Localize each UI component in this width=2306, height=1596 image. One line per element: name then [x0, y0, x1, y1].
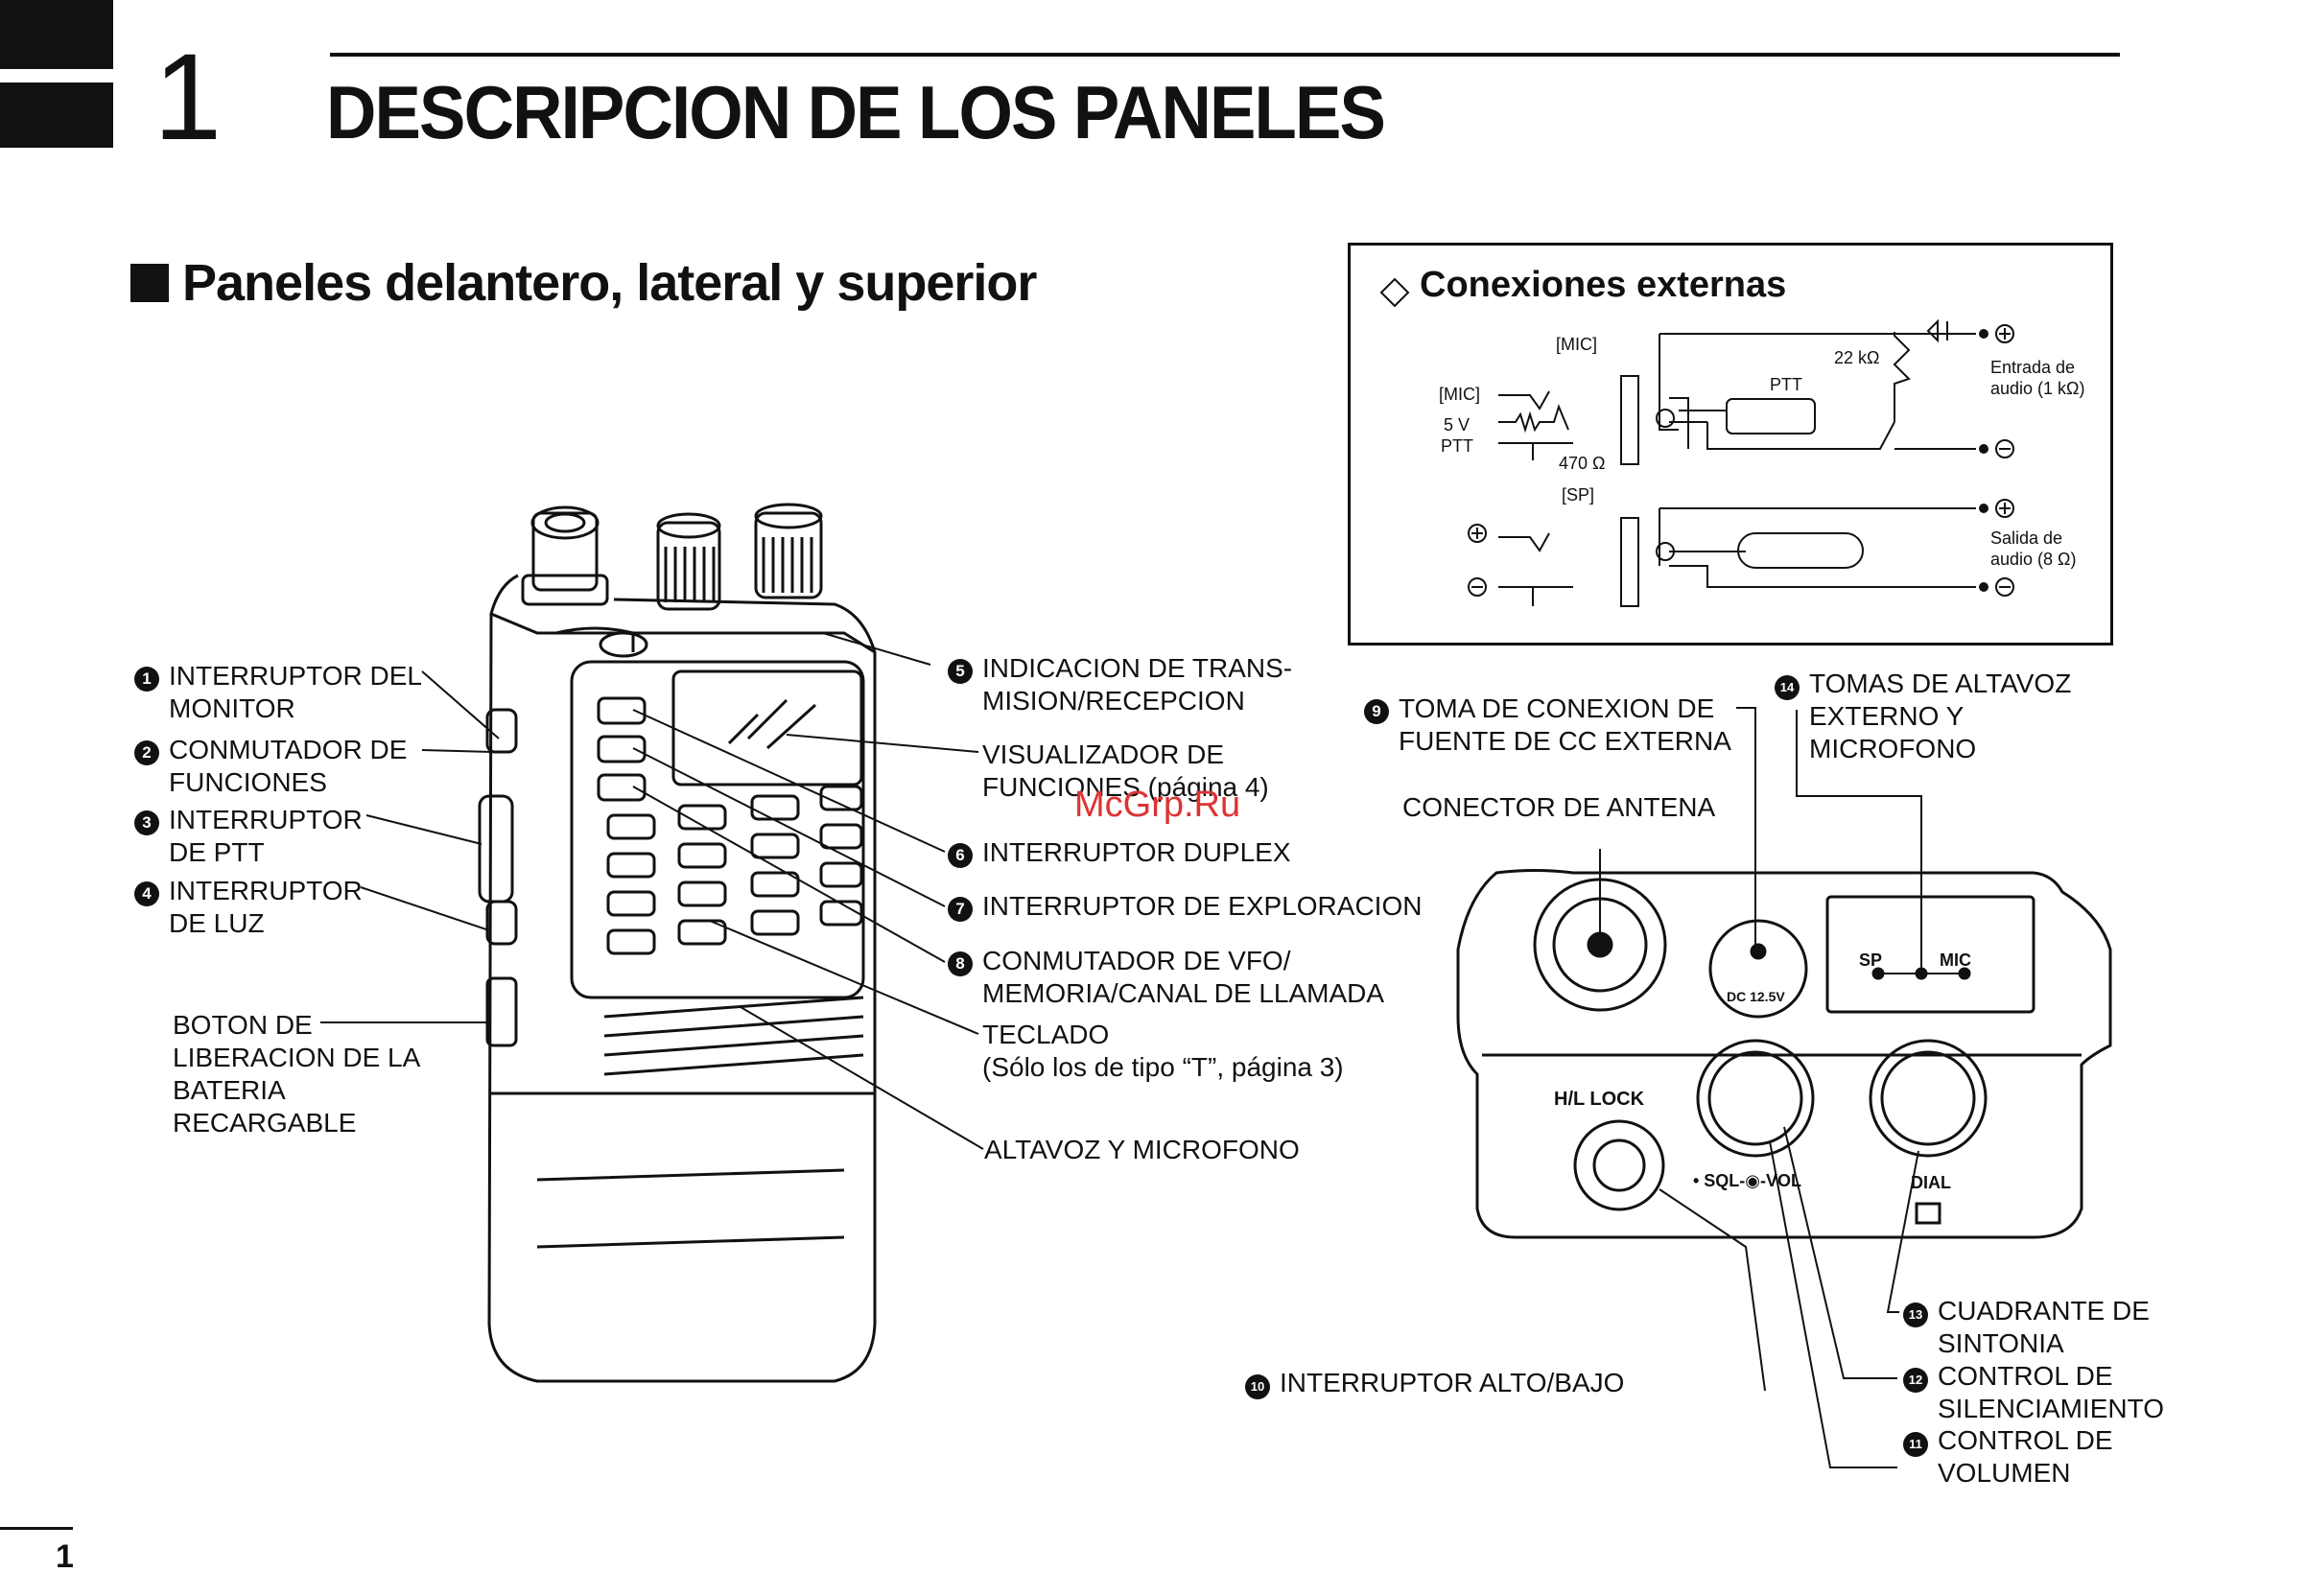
audio-in-label-1: Entrada de: [1990, 358, 2076, 377]
page-title: DESCRIPCION DE LOS PANELES: [326, 70, 1386, 154]
resistor-470-label: 470 Ω: [1559, 454, 1606, 473]
sp-header: [SP]: [1562, 485, 1595, 505]
external-connections-title: Conexiones externas: [1420, 265, 1787, 305]
section-title: Paneles delantero, lateral y superior: [130, 257, 1037, 309]
dial-marking: DIAL: [1911, 1173, 1951, 1192]
page-number: 1: [56, 1538, 74, 1575]
ptt-pin-label: PTT: [1441, 436, 1473, 456]
audio-out-label-2: audio (8 Ω): [1990, 550, 2077, 569]
top-panel-illustration: [1456, 707, 2112, 1468]
resistor-22k-label: 22 kΩ: [1834, 348, 1880, 367]
header-bar-bottom: [0, 82, 113, 148]
label-battery-release: BOTON DE LIBERACION DE LA BATERIA RECARG…: [173, 1010, 421, 1138]
hl-lock-marking: H/L LOCK: [1554, 1089, 1645, 1110]
audio-in-label-2: audio (1 kΩ): [1990, 379, 2085, 398]
label-antenna-connector: CONECTOR DE ANTENA: [1402, 792, 1716, 822]
footer-rule: [0, 1527, 73, 1530]
header-bar-top: [0, 0, 113, 69]
external-connections-box: [1348, 243, 2113, 645]
header-rule: [330, 53, 2120, 57]
section-bullet-icon: [130, 264, 169, 302]
sp-marking: SP: [1859, 951, 1883, 970]
label-function-display: VISUALIZADOR DE FUNCIONES (página 4): [982, 739, 1269, 802]
schematic: [1379, 277, 2014, 607]
label-keypad: TECLADO (Sólo los de tipo “T”, página 3): [982, 1020, 1344, 1082]
sql-vol-marking: • SQL-◉-VOL: [1693, 1171, 1802, 1190]
mic-marking: MIC: [1940, 951, 1971, 970]
audio-out-label-1: Salida de: [1990, 528, 2063, 548]
radio-illustration: [320, 503, 984, 1383]
watermark: McGrp.Ru: [1074, 785, 1241, 825]
5v-label: 5 V: [1444, 415, 1471, 434]
chapter-number: 1: [153, 29, 223, 166]
mic-pin-label: [MIC]: [1439, 385, 1480, 404]
dc-jack-marking: DC 12.5V: [1727, 989, 1785, 1004]
ptt-switch-label: PTT: [1770, 375, 1802, 394]
mic-header: [MIC]: [1556, 335, 1597, 354]
label-speaker-mic: ALTAVOZ Y MICROFONO: [984, 1135, 1300, 1164]
